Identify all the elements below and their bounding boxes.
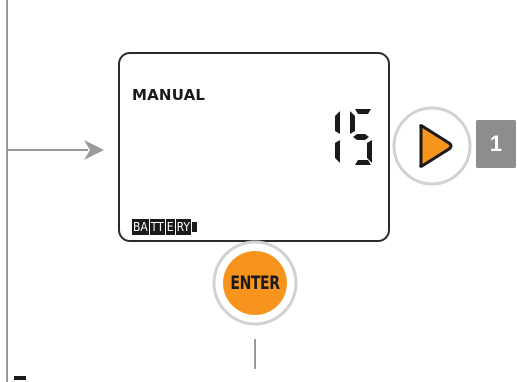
left-guide-line (6, 0, 8, 382)
enter-button-circle (212, 240, 298, 326)
play-arrow-icon (419, 124, 453, 168)
mode-label: MANUAL (132, 86, 206, 104)
bottom-mark (14, 376, 26, 380)
battery-segment: TT (149, 219, 165, 235)
lcd-display: MANUAL BA TT E RY (118, 52, 390, 242)
step-badge: 1 (476, 120, 516, 168)
connector-line (254, 339, 256, 369)
battery-segment: BA (132, 219, 149, 235)
lcd-value (335, 109, 372, 165)
lcd-digit (350, 109, 372, 165)
battery-tip (191, 222, 197, 232)
enter-button-label: ENTER (230, 272, 280, 294)
next-button[interactable] (391, 105, 473, 187)
battery-indicator: BA TT E RY (132, 219, 197, 235)
battery-segment: E (165, 219, 175, 235)
enter-button[interactable]: ENTER (212, 240, 298, 331)
pointer-arrow-icon (8, 140, 104, 160)
lcd-digit (335, 111, 340, 163)
battery-segment: RY (175, 219, 191, 235)
